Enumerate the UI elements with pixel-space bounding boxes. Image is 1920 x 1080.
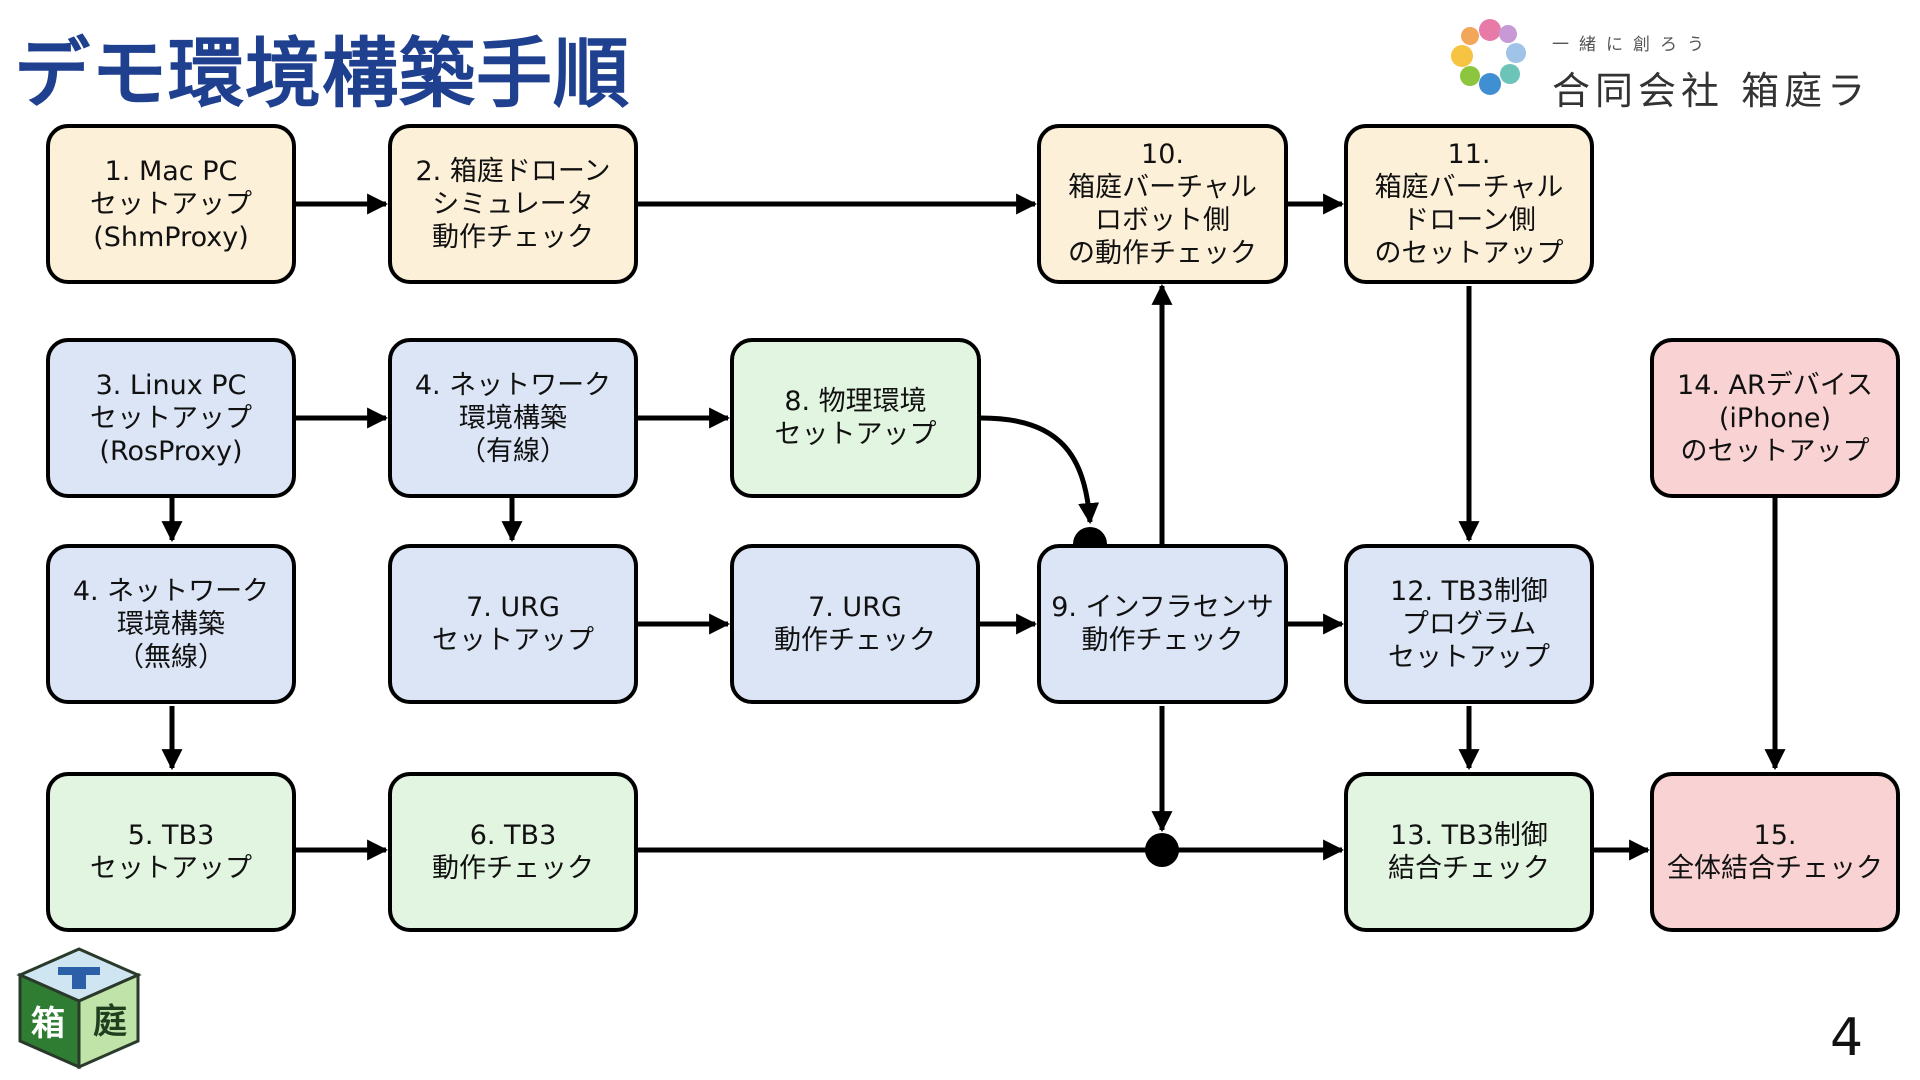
step-12-tb3-program-setup: 12. TB3制御 プログラム セットアップ [1344,544,1594,704]
page-title: デモ環境構築手順 [14,29,630,118]
step-7-setup-label: 7. URG セットアップ [432,592,594,656]
step-6-label: 6. TB3 動作チェック [432,820,594,884]
step-14-ar-device-setup: 14. ARデバイス (iPhone) のセットアップ [1650,338,1900,498]
step-1-label: 1. Mac PC セットアップ (ShmProxy) [90,155,252,253]
step-13-label: 13. TB3制御 結合チェック [1388,820,1550,884]
step-11-virtual-drone-setup: 11. 箱庭バーチャル ドローン側 のセットアップ [1344,124,1594,284]
step-4-wireless-label: 4. ネットワーク 環境構築 （無線） [72,575,270,673]
step-3-label: 3. Linux PC セットアップ (RosProxy) [90,369,252,467]
step-5-tb3-setup: 5. TB3 セットアップ [46,772,296,932]
step-14-label: 14. ARデバイス (iPhone) のセットアップ [1677,369,1873,467]
step-2-label: 2. 箱庭ドローン シミュレータ 動作チェック [415,155,611,253]
step-8-physical-env-setup: 8. 物理環境 セットアップ [730,338,981,498]
step-4-network-wireless: 4. ネットワーク 環境構築 （無線） [46,544,296,704]
cube-char-right: 庭 [93,1002,127,1042]
cube-char-left: 箱 [31,1004,65,1044]
step-11-label: 11. 箱庭バーチャル ドローン側 のセットアップ [1374,139,1564,269]
step-4-wired-label: 4. ネットワーク 環境構築 （有線） [414,369,612,467]
hakoniwa-cube-logo: 箱 庭 [16,947,142,1070]
step-9-label: 9. インフラセンサ 動作チェック [1051,592,1274,656]
step-5-label: 5. TB3 セットアップ [90,820,252,884]
step-8-label: 8. 物理環境 セットアップ [774,386,937,450]
arrow-8-to-junction [980,415,1100,525]
step-2-drone-simulator-check: 2. 箱庭ドローン シミュレータ 動作チェック [388,124,638,284]
step-13-tb3-integration-check: 13. TB3制御 結合チェック [1344,772,1594,932]
junction-dot-lower [1145,833,1179,867]
step-7-urg-setup: 7. URG セットアップ [388,544,638,704]
step-10-label: 10. 箱庭バーチャル ロボット側 の動作チェック [1068,139,1257,269]
step-7-check-label: 7. URG 動作チェック [774,592,936,656]
step-15-label: 15. 全体結合チェック [1667,820,1883,884]
step-10-virtual-robot-check: 10. 箱庭バーチャル ロボット側 の動作チェック [1037,124,1288,284]
page-number: 4 [1830,1008,1864,1068]
step-4-network-wired: 4. ネットワーク 環境構築 （有線） [388,338,638,498]
logo-flower-icon [1451,19,1526,95]
step-1-mac-pc-setup: 1. Mac PC セットアップ (ShmProxy) [46,124,296,284]
step-12-label: 12. TB3制御 プログラム セットアップ [1388,575,1550,673]
step-7-urg-check: 7. URG 動作チェック [730,544,980,704]
step-3-linux-pc-setup: 3. Linux PC セットアップ (RosProxy) [46,338,296,498]
step-15-overall-integration-check: 15. 全体結合チェック [1650,772,1900,932]
step-6-tb3-check: 6. TB3 動作チェック [388,772,638,932]
step-9-infra-sensor-check: 9. インフラセンサ 動作チェック [1037,544,1288,704]
logo-tagline: 一緒に創ろう [1552,35,1714,55]
